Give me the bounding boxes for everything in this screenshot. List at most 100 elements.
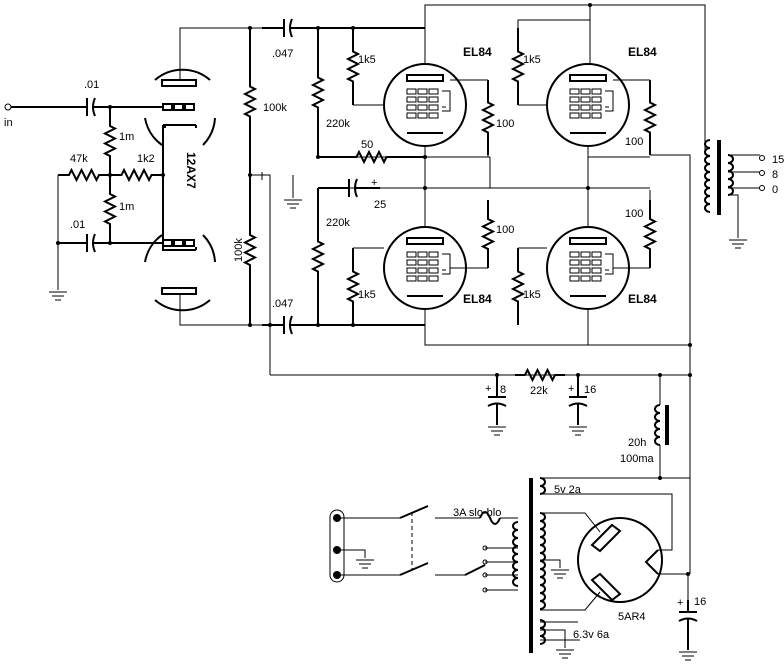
- tube-plate: [406, 237, 444, 245]
- tube-screen-link: [442, 253, 451, 275]
- junction-dot: [351, 26, 355, 30]
- tube-grid: [417, 104, 428, 111]
- tube-c-label: EL84: [463, 292, 492, 306]
- tube-grid: [173, 103, 184, 111]
- wire: [337, 549, 366, 558]
- capacitor: [58, 233, 162, 253]
- tube-grid: [591, 251, 602, 258]
- resistor: [310, 28, 326, 157]
- tube-grid: [580, 275, 591, 282]
- resistor: [345, 28, 361, 105]
- tube-grid: [591, 88, 602, 95]
- plate-resistor-top-label: 100k: [263, 102, 287, 114]
- resistor: [642, 80, 658, 155]
- tube-grid: [428, 251, 439, 258]
- resistor: [510, 28, 526, 105]
- tube-grid: [406, 251, 417, 258]
- tube-d-label: EL84: [628, 292, 657, 306]
- rectifier-label: 5AR4: [618, 611, 646, 623]
- tube-grid: [591, 96, 602, 103]
- tube-envelope: [144, 234, 216, 312]
- choke-current-label: 100ma: [620, 453, 655, 465]
- tap-terminal: [482, 559, 488, 565]
- output-terminal: [759, 170, 765, 176]
- tube-grid: [417, 259, 428, 266]
- wire: [250, 174, 271, 375]
- resistor-100-a-label: 100: [496, 118, 514, 130]
- resistor-1k5-b-label: 1k5: [523, 54, 541, 66]
- resistor: [510, 248, 526, 325]
- transformer-core: [717, 140, 721, 215]
- capacitor: [487, 375, 507, 425]
- filter-cap-2-plus: +: [568, 383, 574, 395]
- wire: [424, 4, 706, 155]
- tube-grid: [428, 259, 439, 266]
- resistor: [310, 188, 326, 325]
- tube-grid: [428, 275, 439, 282]
- tube-envelope: [202, 117, 216, 146]
- tube-grid: [428, 112, 439, 119]
- heater-5v-label: 5v 2a: [554, 484, 582, 496]
- resistor: [242, 175, 258, 325]
- junction-dot: [423, 155, 427, 159]
- tube-grid: [591, 259, 602, 266]
- filter-cap-2-label: 16: [584, 384, 596, 396]
- inductor-coil: [654, 404, 661, 446]
- ground-icon: [488, 426, 506, 436]
- inductor-coil: [539, 477, 546, 495]
- ground-icon: [284, 199, 302, 209]
- tube-b-label: EL84: [628, 45, 657, 59]
- coupling-cap-top-label: .047: [272, 48, 293, 60]
- resistor-100-c-label: 100: [496, 224, 514, 236]
- wire: [424, 325, 690, 346]
- rectifier-plate: [590, 523, 622, 602]
- tube-a-label: EL84: [463, 45, 492, 59]
- cathode-cap-plus: +: [371, 177, 377, 189]
- wire: [650, 154, 691, 345]
- tube-grid: [406, 267, 417, 274]
- tap-terminal: [482, 545, 488, 551]
- tube-plate: [569, 237, 607, 245]
- bottom-cap-label: .01: [70, 219, 85, 231]
- tube-grid: [580, 104, 591, 111]
- resistor: [242, 28, 258, 175]
- junction-dot: [351, 323, 355, 327]
- junction-dot: [56, 241, 60, 245]
- resistor-220k-top-label: 220k: [326, 118, 350, 130]
- tap-terminal: [482, 572, 488, 578]
- resistor-100-b-label: 100: [625, 136, 643, 148]
- grid-resistor-top-label: 1m: [119, 131, 134, 143]
- tube-screen-link: [442, 90, 451, 112]
- resistor: [345, 248, 361, 325]
- resistor: [480, 80, 496, 155]
- tube-grid: [417, 267, 428, 274]
- tube-grid: [569, 275, 580, 282]
- rectifier-tube: [577, 517, 663, 603]
- plate-resistor-bot-label: 100k: [233, 238, 245, 262]
- coupling-cap-bot-label: .047: [272, 298, 293, 310]
- tube-grid: [406, 112, 417, 119]
- tube-grid: [569, 259, 580, 266]
- junction-dot: [423, 186, 427, 190]
- resistor-1k5-a-label: 1k5: [358, 54, 376, 66]
- tube-screen-link: [605, 90, 614, 112]
- resistor: [102, 175, 118, 243]
- ground-icon: [556, 649, 574, 659]
- output-0-label: 0: [772, 184, 778, 196]
- fuse-icon: [479, 511, 501, 525]
- component-labels: in .01 1m 47k 1k2 1m .01 12AX7 100k 100k…: [4, 45, 784, 641]
- tube-grid: [162, 239, 173, 247]
- cathode-resistor-label: 50: [361, 139, 373, 151]
- heater-6v3-label: 6.3v 6a: [573, 629, 610, 641]
- tube-grid: [580, 251, 591, 258]
- tube-grid: [591, 267, 602, 274]
- tube-grid: [173, 239, 184, 247]
- capacitor: [11, 97, 162, 117]
- wire: [540, 559, 561, 568]
- output-8-label: 8: [772, 169, 778, 181]
- grid-resistor-bot-label: 1m: [119, 201, 134, 213]
- ground-icon: [569, 426, 587, 436]
- inductor-coil: [512, 521, 519, 587]
- output-terminal: [759, 185, 765, 191]
